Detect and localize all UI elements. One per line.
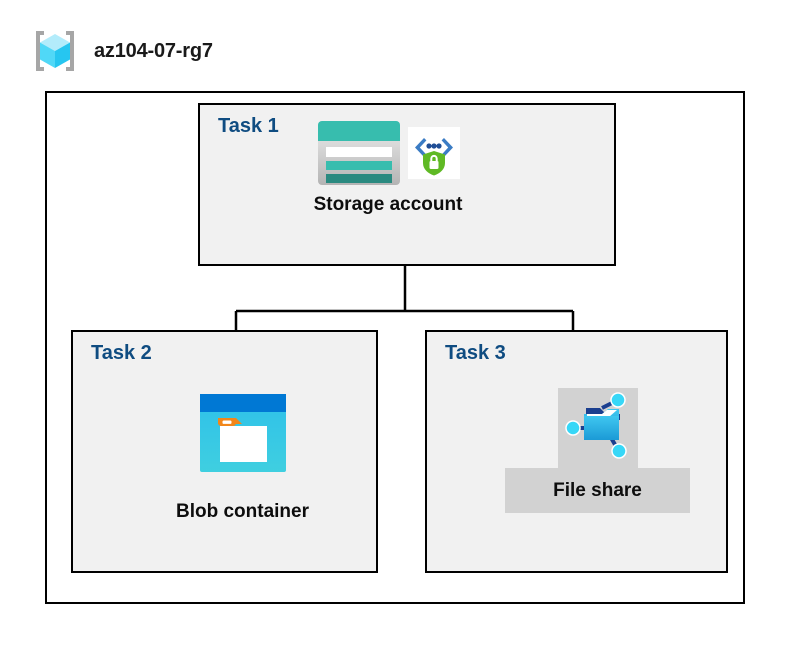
node-storage-account[interactable]: Storage account: [288, 120, 488, 216]
file-share-icon: [562, 390, 634, 467]
file-share-icon-plate: [557, 388, 638, 468]
storage-icon-row: [316, 120, 460, 190]
resource-group-name: az104-07-rg7: [94, 39, 213, 62]
node-blob-container[interactable]: Blob container: [155, 392, 330, 523]
file-share-label-plate: File share: [505, 468, 690, 513]
secure-endpoint-shield-icon: [408, 126, 460, 184]
task-panel-1[interactable]: Task 1: [198, 103, 616, 266]
node-caption-blob-container: Blob container: [175, 501, 309, 522]
node-caption-file-share: File share: [553, 479, 642, 501]
node-file-share[interactable]: File share: [505, 388, 690, 513]
task-label-1: Task 1: [218, 115, 279, 137]
node-caption-storage-account: Storage account: [313, 194, 463, 215]
blob-container-icon: [198, 392, 288, 479]
resource-group-header: az104-07-rg7: [30, 26, 213, 76]
task-label-3: Task 3: [445, 342, 506, 364]
resource-group-icon: [30, 26, 80, 76]
task-label-2: Task 2: [91, 342, 152, 364]
storage-account-icon: [316, 119, 402, 192]
